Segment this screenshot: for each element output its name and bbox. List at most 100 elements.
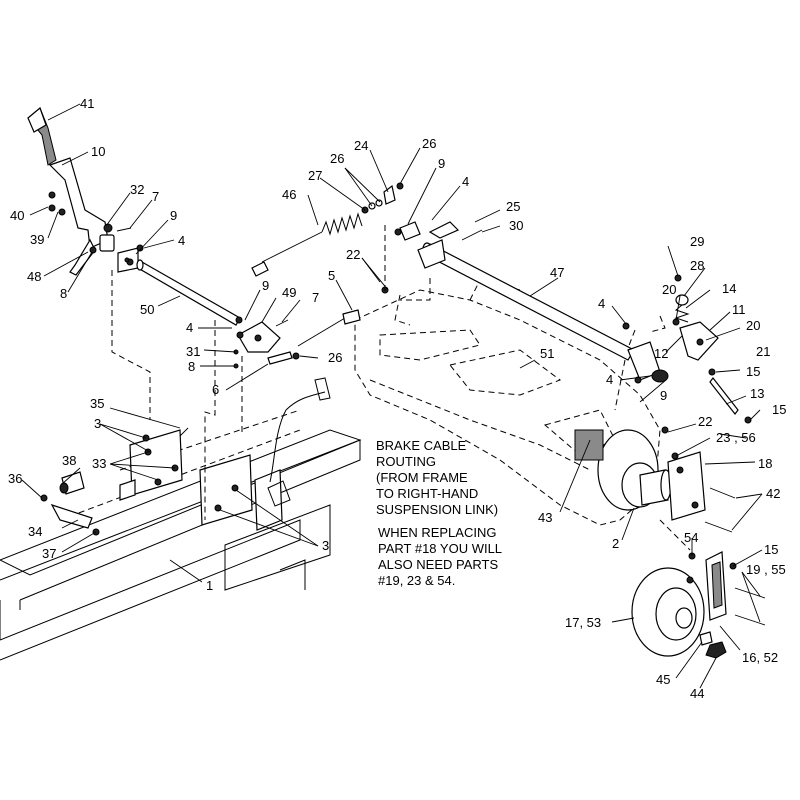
leader-lines: [21, 103, 763, 689]
frame-brackets: [119, 429, 283, 531]
callout-15: 15: [746, 364, 760, 379]
callout-22: 22: [346, 247, 360, 262]
callout-54: 54: [684, 530, 698, 545]
callout-3: 3: [322, 538, 329, 553]
replacement-parts-note: WHEN REPLACING PART #18 YOU WILL ALSO NE…: [378, 525, 502, 589]
callout-34: 34: [28, 524, 42, 539]
callout-31: 31: [186, 344, 200, 359]
note-line: WHEN REPLACING: [378, 525, 497, 540]
callout-26: 26: [328, 350, 342, 365]
note-line: (FROM FRAME: [376, 470, 468, 485]
callout-25: 25: [506, 199, 520, 214]
callout-49: 49: [282, 285, 296, 300]
callout-45: 45: [656, 672, 670, 687]
callout-17-53: 17, 53: [565, 615, 601, 630]
callout-4: 4: [606, 372, 613, 387]
callout-39: 39: [30, 232, 44, 247]
callout-21: 21: [756, 344, 770, 359]
note-line: TO RIGHT-HAND: [376, 486, 479, 501]
callout-20: 20: [746, 318, 760, 333]
callout-9: 9: [262, 278, 269, 293]
callout-14: 14: [722, 281, 736, 296]
note-line: BRAKE CABLE: [376, 438, 467, 453]
callout-7: 7: [152, 189, 159, 204]
callout-4: 4: [186, 320, 193, 335]
note-line: PART #18 YOU WILL: [378, 541, 503, 556]
callout-28: 28: [690, 258, 704, 273]
callout-26: 26: [422, 136, 436, 151]
callout-9: 9: [170, 208, 177, 223]
callout-9: 9: [660, 388, 667, 403]
callout-38: 38: [62, 453, 76, 468]
bellcrank-right: [622, 274, 752, 424]
rod-5: [297, 309, 361, 347]
callout-37: 37: [42, 546, 56, 561]
callout-41: 41: [80, 96, 94, 111]
callout-48: 48: [27, 269, 41, 284]
brake-cable: [267, 377, 331, 507]
callout-8: 8: [60, 286, 67, 301]
callout-23-56: 23 , 56: [716, 430, 756, 445]
axle-nut: [699, 631, 727, 659]
bracket-34: [40, 494, 100, 536]
note-line: ROUTING: [376, 454, 436, 469]
note-line: ALSO NEED PARTS: [378, 557, 499, 572]
callout-19-55: 19 , 55: [746, 562, 786, 577]
callout-12: 12: [654, 346, 668, 361]
pedal-pad: [27, 106, 57, 166]
callout-1: 1: [206, 578, 213, 593]
callout-42: 42: [766, 486, 780, 501]
callout-40: 40: [10, 208, 24, 223]
callout-43: 43: [538, 510, 552, 525]
spring-46: [251, 212, 363, 277]
bracket-49: [233, 316, 289, 369]
callout-10: 10: [91, 144, 105, 159]
callout-labels: 41 10 40 39 48 8 32 7 9 4 50 46 27 26 24…: [8, 96, 786, 701]
frame-bolts: [142, 286, 679, 512]
note-line: SUSPENSION LINK): [376, 502, 499, 517]
brake-rotor: [631, 567, 705, 657]
top-hardware: [361, 182, 404, 214]
callout-7: 7: [312, 290, 319, 305]
callout-11: 11: [732, 302, 746, 317]
callout-18: 18: [758, 456, 772, 471]
callout-26: 26: [330, 151, 344, 166]
switch-38: [59, 471, 85, 495]
pedal-arm: [48, 157, 109, 276]
callout-44: 44: [690, 686, 704, 701]
callout-33: 33: [92, 456, 106, 471]
callout-8: 8: [188, 359, 195, 374]
callout-50: 50: [140, 302, 154, 317]
callout-20: 20: [662, 282, 676, 297]
callout-51: 51: [540, 346, 554, 361]
callout-4: 4: [178, 233, 185, 248]
callout-6: 6: [212, 382, 219, 397]
callout-5: 5: [328, 268, 335, 283]
pedal-bolts: [48, 191, 132, 254]
assembly-lines: [111, 225, 691, 551]
callout-15: 15: [764, 542, 778, 557]
callout-4: 4: [462, 174, 469, 189]
note-line: #19, 23 & 54.: [378, 573, 456, 588]
callout-2: 2: [612, 536, 619, 551]
callout-9: 9: [438, 156, 445, 171]
callout-35: 35: [90, 396, 104, 411]
brake-bracket-18: [667, 451, 706, 521]
callout-36: 36: [8, 471, 22, 486]
callout-16-52: 16, 52: [742, 650, 778, 665]
callout-27: 27: [308, 168, 322, 183]
cross-shaft-47: [394, 221, 635, 361]
axle-hub: [574, 429, 672, 511]
cross-shaft-50: [136, 259, 241, 326]
callout-3: 3: [94, 416, 101, 431]
callout-24: 24: [354, 138, 368, 153]
callout-30: 30: [509, 218, 523, 233]
callout-32: 32: [130, 182, 144, 197]
bolts-42: [704, 487, 736, 533]
brake-cable-routing-note: BRAKE CABLE ROUTING (FROM FRAME TO RIGHT…: [376, 438, 498, 518]
brake-caliper: [705, 551, 727, 621]
callout-47: 47: [550, 265, 564, 280]
callout-29: 29: [690, 234, 704, 249]
